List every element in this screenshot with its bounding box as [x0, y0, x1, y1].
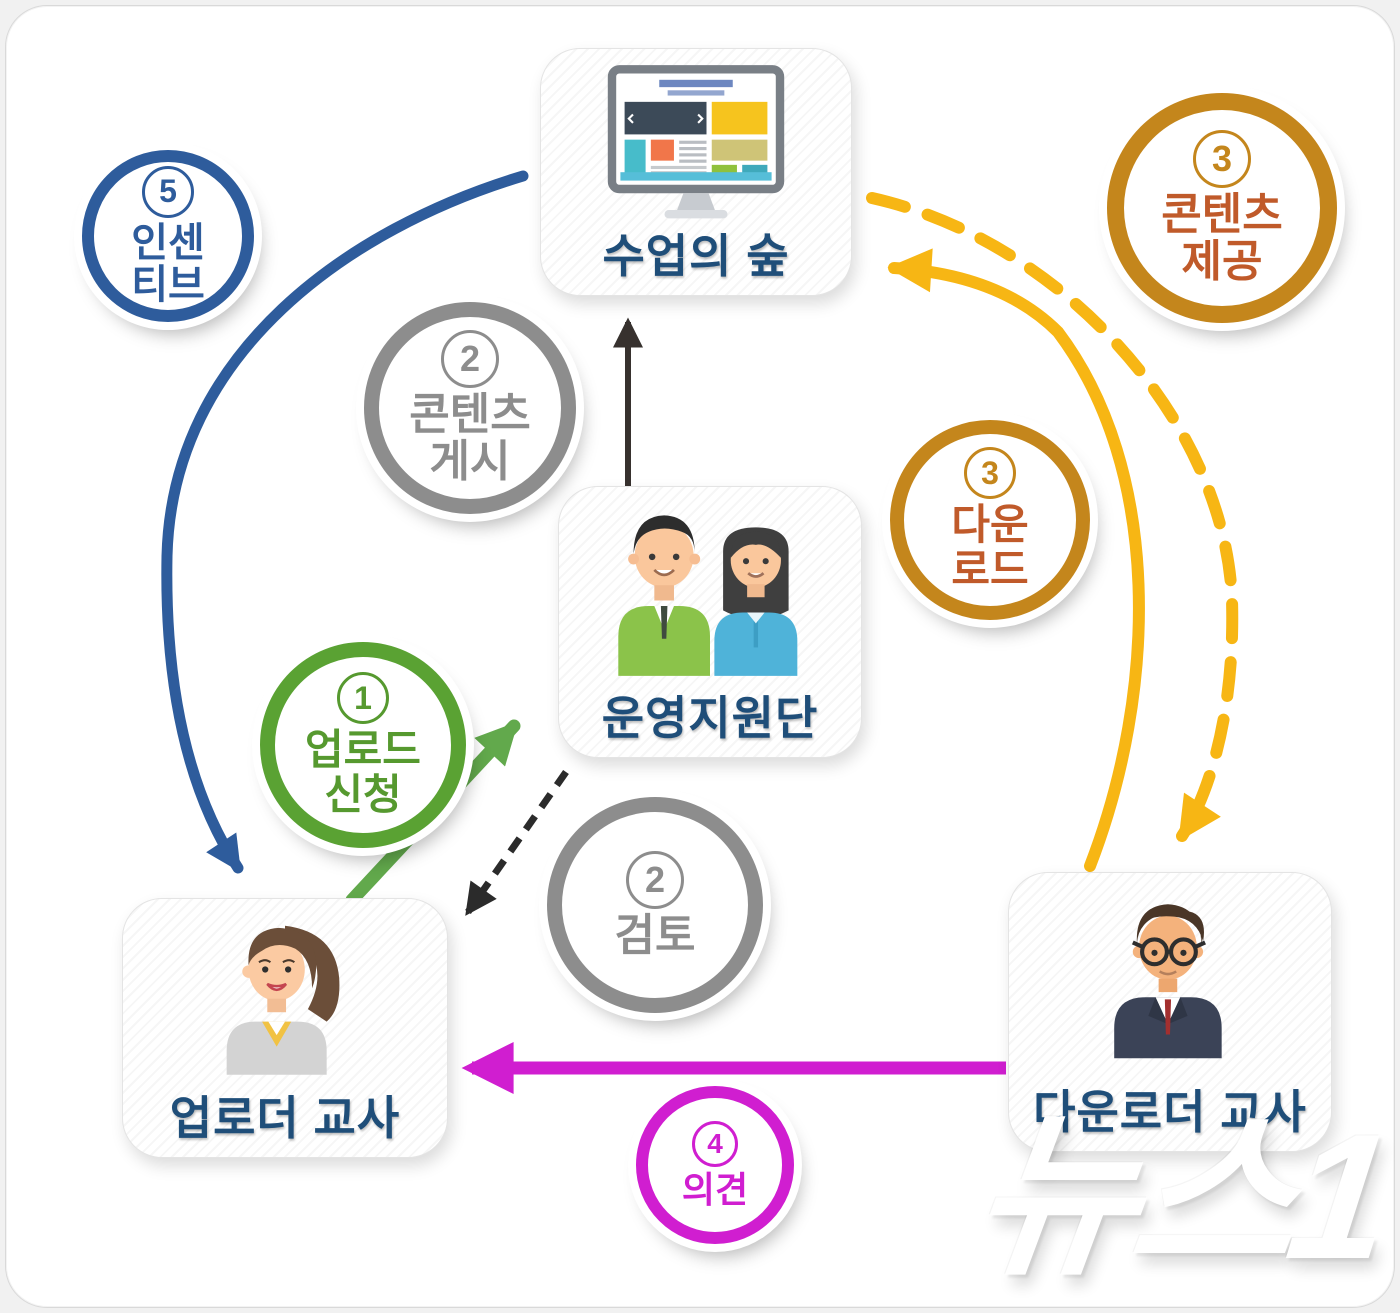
badge-upload-request-text-line2: 신청 — [324, 771, 402, 818]
platform-label: 수업의 숲 — [602, 230, 790, 282]
badge-incentive: 5 인센 티브 — [82, 150, 254, 322]
badge-upload-request: 1 업로드 신청 — [260, 642, 466, 848]
badge-content-provide-text-line2: 제공 — [1181, 237, 1263, 286]
badge-download-text-line1: 다운 — [951, 501, 1029, 549]
two-people-icon — [618, 515, 798, 676]
badge-opinion-text-line1: 의견 — [681, 1168, 749, 1210]
badge-opinion: 4 의견 — [636, 1086, 794, 1244]
man-teacher-icon — [1114, 904, 1222, 1059]
badge-incentive-text-line1: 인센 — [131, 220, 205, 265]
badge-upload-request-number: 1 — [337, 672, 389, 725]
badge-incentive-number: 5 — [142, 165, 194, 218]
badge-download: 3 다운 로드 — [890, 420, 1090, 620]
badge-content-provide-text-line1: 콘텐츠 — [1161, 190, 1283, 240]
badge-content-provide-number: 3 — [1193, 130, 1251, 189]
node-uploader-teacher: 업로더 교사 — [122, 898, 448, 1158]
woman-teacher-icon — [226, 925, 340, 1075]
website-monitor-icon — [607, 65, 785, 219]
node-platform: 수업의 숲 — [540, 48, 852, 296]
badge-content-post-text-line2: 게시 — [429, 437, 511, 486]
badge-content-post-text-line1: 콘텐츠 — [409, 390, 531, 440]
arrow-content-provide-yellow-dashed — [866, 192, 1239, 842]
node-support-team: 운영지원단 — [558, 486, 862, 758]
badge-download-text-line2: 로드 — [951, 546, 1029, 593]
badge-download-number: 3 — [964, 447, 1016, 500]
badge-review: 2 검토 — [547, 797, 763, 1013]
badge-review-number: 2 — [626, 850, 684, 909]
badge-review-text-line1: 검토 — [614, 910, 696, 960]
arrow-review-dashed — [465, 769, 569, 916]
badge-content-provide: 3 콘텐츠 제공 — [1107, 93, 1337, 323]
watermark-news1: 뉴스1 — [962, 1097, 1396, 1296]
badge-upload-request-text-line1: 업로드 — [305, 726, 421, 774]
uploader-teacher-label: 업로더 교사 — [169, 1092, 401, 1144]
arrow-download-yellow-solid — [887, 248, 1145, 872]
node-downloader-teacher: 다운로더 교사 — [1008, 872, 1332, 1152]
badge-content-post-number: 2 — [441, 330, 499, 389]
downloader-teacher-label: 다운로더 교사 — [1033, 1086, 1307, 1138]
arrow-incentive-blue — [161, 170, 529, 874]
badge-incentive-text-line2: 티브 — [131, 263, 205, 307]
badge-opinion-number: 4 — [692, 1120, 738, 1167]
support-team-label: 운영지원단 — [601, 692, 819, 744]
badge-content-post: 2 콘텐츠 게시 — [364, 302, 576, 514]
